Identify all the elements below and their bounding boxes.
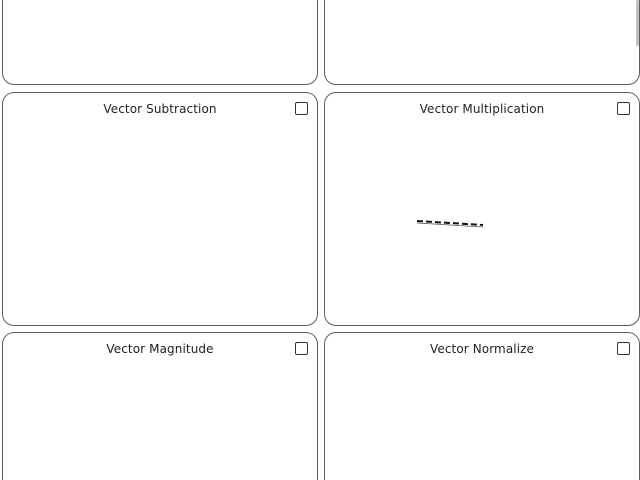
card-title: Vector Normalize xyxy=(429,342,535,356)
card-vector-multiplication: Vector Multiplication xyxy=(324,92,640,326)
sketch-canvas[interactable] xyxy=(9,363,311,480)
card-title: Vector Magnitude xyxy=(106,342,214,356)
sketch-canvas[interactable] xyxy=(9,123,311,319)
card-vector-subtraction: Vector Subtraction xyxy=(2,92,318,326)
card-top-right xyxy=(324,0,640,85)
sketch-canvas[interactable] xyxy=(331,123,633,319)
card-vector-normalize: Vector Normalize xyxy=(324,332,640,480)
card-top-left xyxy=(2,0,318,85)
card-title: Vector Multiplication xyxy=(419,102,545,116)
vector-line-drawing xyxy=(416,220,484,228)
card-checkbox[interactable] xyxy=(295,342,308,355)
scrollbar[interactable] xyxy=(636,0,639,46)
card-title: Vector Subtraction xyxy=(103,102,217,116)
card-checkbox[interactable] xyxy=(617,102,630,115)
card-checkbox[interactable] xyxy=(295,102,308,115)
card-vector-magnitude: Vector Magnitude xyxy=(2,332,318,480)
card-checkbox[interactable] xyxy=(617,342,630,355)
vector-line xyxy=(416,220,484,226)
vector-line-shadow xyxy=(416,222,484,228)
sketch-canvas[interactable] xyxy=(331,363,633,480)
